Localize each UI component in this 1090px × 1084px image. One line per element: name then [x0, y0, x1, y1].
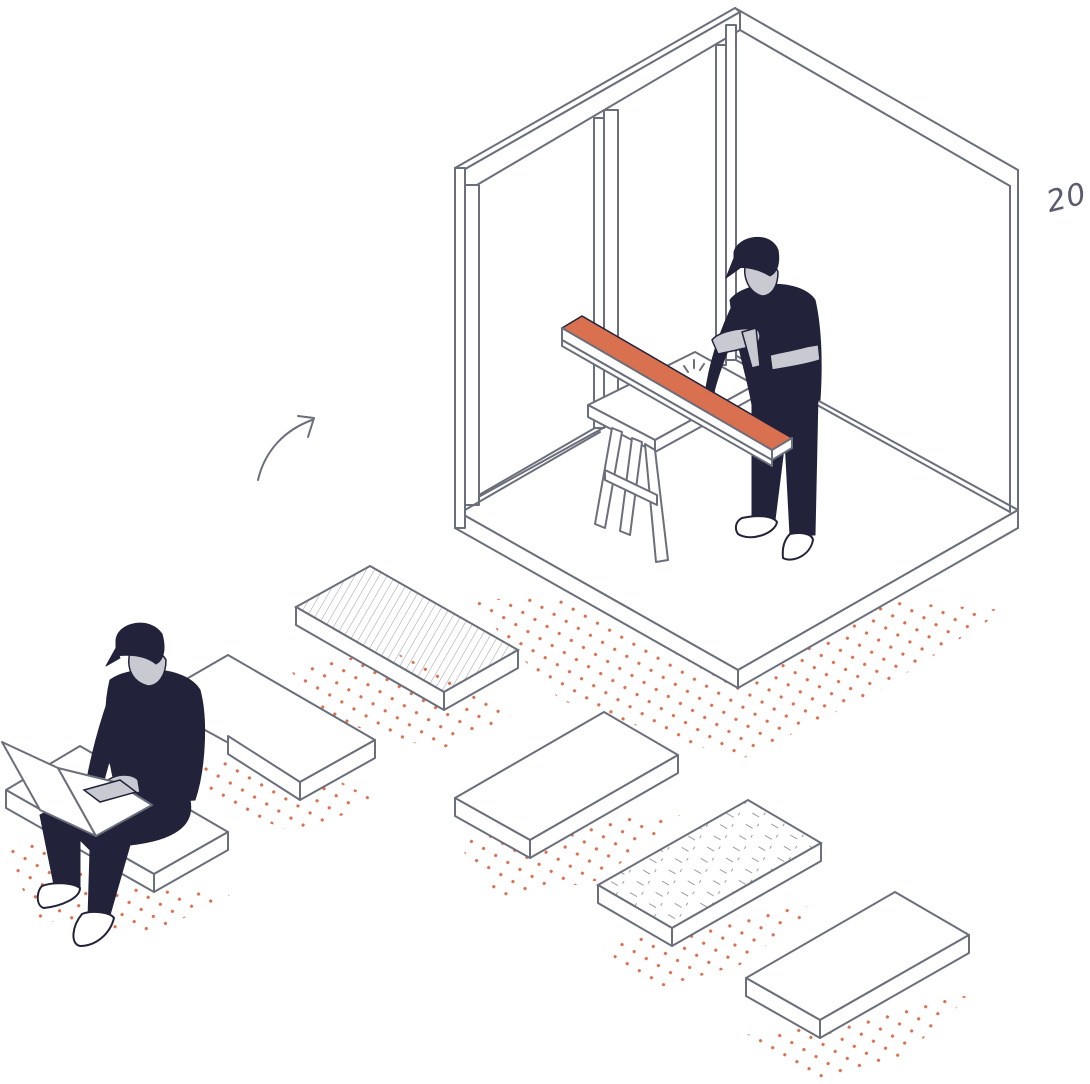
curved-arrow — [257, 415, 315, 481]
block-plain-1 — [149, 654, 376, 801]
orange-plank — [560, 315, 794, 467]
block-diamond — [595, 798, 823, 947]
block-plain-2 — [454, 711, 679, 859]
block-plain-3 — [745, 891, 970, 1039]
person-with-laptop — [1, 622, 206, 948]
block-striped — [293, 564, 521, 711]
isometric-room-frame — [454, 7, 1019, 689]
